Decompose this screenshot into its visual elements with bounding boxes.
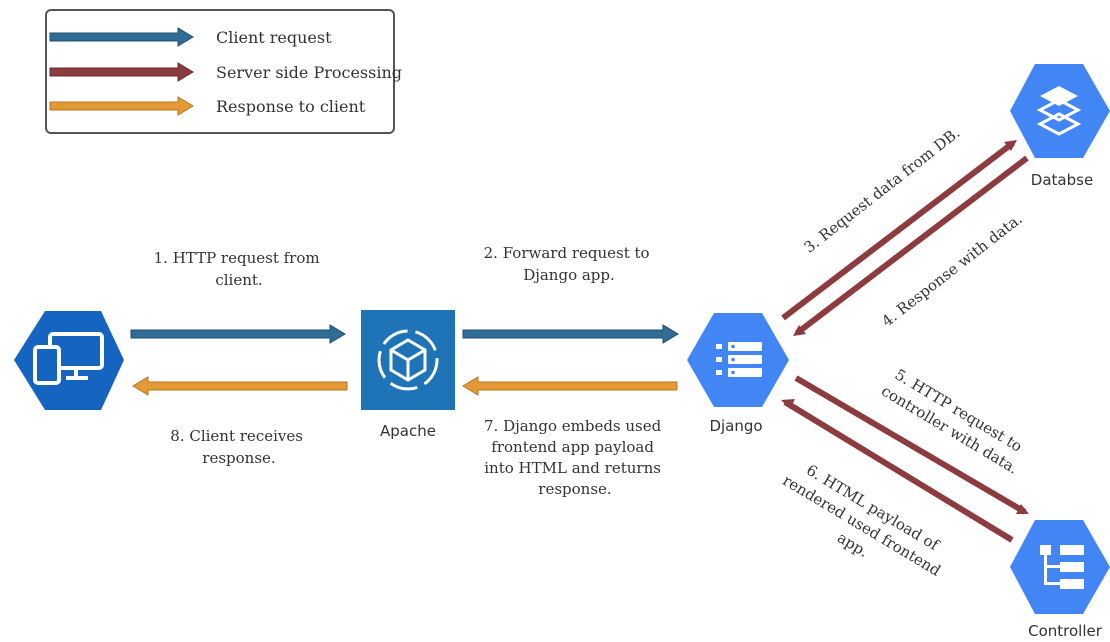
database-node: Databse bbox=[1010, 64, 1110, 189]
step-3-label: 3. Request data from DB. bbox=[800, 124, 963, 257]
step-8-label: 8. Client receives response. bbox=[170, 427, 307, 467]
list-server-icon bbox=[716, 342, 762, 377]
legend-arrow-client-request bbox=[49, 27, 194, 47]
legend-arrow-response-to-client bbox=[49, 96, 194, 116]
step-2-label: 2. Forward request to Django app. bbox=[484, 244, 655, 284]
client-hexagon bbox=[14, 311, 124, 410]
legend-label-server-processing: Server side Processing bbox=[216, 63, 402, 82]
arrow-client-to-apache bbox=[130, 324, 346, 344]
database-label: Databse bbox=[1031, 171, 1093, 189]
django-label: Django bbox=[709, 417, 762, 435]
client-node bbox=[14, 311, 124, 410]
legend-item-server-processing: Server side Processing bbox=[49, 62, 402, 82]
arrow-django-to-controller bbox=[794, 375, 1027, 515]
step-6-label: 6. HTML payload of rendered used fronten… bbox=[769, 453, 959, 600]
apache-node: Apache bbox=[361, 310, 455, 440]
legend: Client request Server side Processing Re… bbox=[45, 9, 402, 134]
legend-label-response-to-client: Response to client bbox=[216, 97, 366, 116]
database-layers-icon bbox=[1036, 86, 1082, 136]
monitor-devices-icon bbox=[33, 332, 104, 385]
apache-label: Apache bbox=[380, 422, 436, 440]
legend-label-client-request: Client request bbox=[216, 28, 332, 47]
legend-item-response-to-client: Response to client bbox=[49, 96, 366, 116]
arrow-django-to-controller-head bbox=[1016, 504, 1029, 514]
arrow-apache-to-django bbox=[462, 324, 679, 344]
arrow-django-to-apache bbox=[462, 376, 678, 396]
controller-label: Controller bbox=[1028, 622, 1103, 640]
legend-arrow-server-processing bbox=[49, 62, 194, 82]
arrow-apache-to-client bbox=[132, 376, 348, 396]
legend-item-client-request: Client request bbox=[49, 27, 332, 47]
arrow-database-to-django bbox=[795, 155, 1029, 336]
tree-list-icon bbox=[1040, 545, 1084, 589]
step-7-label: 7. Django embeds used frontend app paylo… bbox=[484, 417, 666, 498]
controller-node: Controller bbox=[1010, 520, 1110, 640]
arrow-database-to-django-head bbox=[793, 325, 806, 336]
step-1-label: 1. HTTP request from client. bbox=[154, 249, 325, 289]
arrow-django-to-database bbox=[781, 140, 1015, 321]
arrow-django-to-database-head bbox=[1004, 140, 1017, 151]
database-hexagon bbox=[1010, 64, 1110, 158]
django-node: Django bbox=[687, 313, 789, 435]
cube-icon bbox=[377, 329, 439, 391]
arrow-controller-to-django-head bbox=[781, 399, 795, 409]
arrow-controller-to-django bbox=[783, 399, 1014, 543]
step-5-label: 5. HTTP request to controller with data. bbox=[878, 364, 1032, 478]
